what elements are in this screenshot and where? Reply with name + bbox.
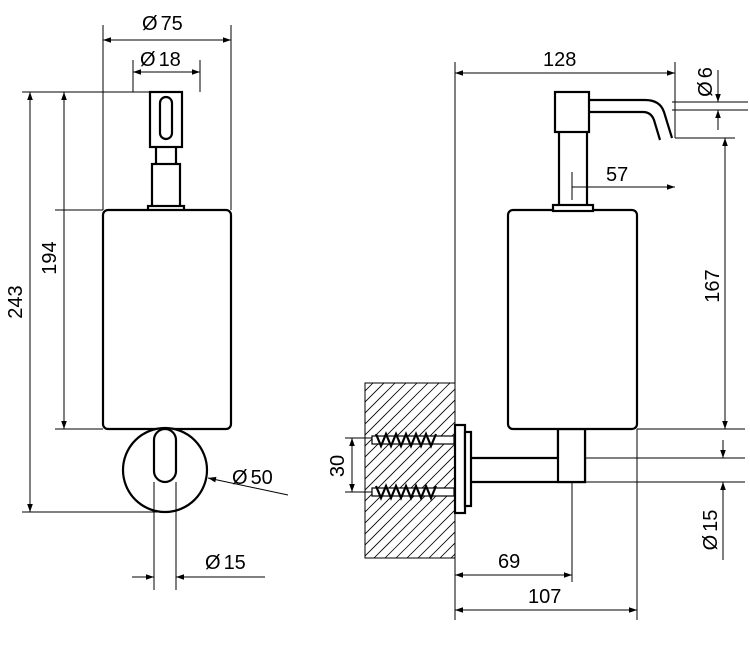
side-pump-head bbox=[553, 90, 591, 134]
svg-text:Ø50: Ø50 bbox=[232, 467, 273, 489]
diameter-symbol: Ø bbox=[140, 49, 156, 71]
screw-top bbox=[371, 431, 455, 449]
front-pump-head bbox=[148, 90, 184, 149]
dim-front-body-height: 194 bbox=[39, 241, 61, 274]
front-pump-stem bbox=[150, 162, 182, 212]
hatch-line bbox=[365, 383, 396, 414]
hatch-line bbox=[365, 383, 429, 447]
hatch-line bbox=[373, 476, 455, 558]
side-spout bbox=[589, 98, 674, 141]
hatch-line bbox=[365, 454, 455, 546]
svg-text:Ø15: Ø15 bbox=[205, 552, 246, 574]
dim-side-depth: 128 bbox=[543, 49, 576, 71]
side-container-body bbox=[506, 208, 639, 431]
dim-side-body-height: 167 bbox=[702, 269, 724, 302]
hatch-line bbox=[417, 520, 455, 558]
svg-text:Ø18: Ø18 bbox=[140, 49, 181, 71]
diameter-symbol: Ø bbox=[700, 535, 722, 551]
side-arm-post bbox=[556, 427, 587, 484]
hatch-line bbox=[365, 443, 455, 535]
front-container-body bbox=[101, 208, 233, 431]
dim-side-screw-spacing: 30 bbox=[327, 455, 349, 477]
hatch-line bbox=[365, 432, 455, 524]
dim-front-total-height: 243 bbox=[5, 285, 27, 318]
diameter-symbol: Ø bbox=[695, 81, 717, 97]
dim-side-body-offset: 107 bbox=[528, 586, 561, 608]
hatch-line bbox=[395, 498, 455, 558]
svg-text:Ø15: Ø 15 bbox=[700, 510, 722, 551]
front-arm bbox=[152, 427, 178, 484]
side-pump-stem bbox=[557, 128, 589, 212]
hatch-line bbox=[365, 383, 440, 458]
diameter-symbol: Ø bbox=[142, 13, 158, 35]
hatch-line bbox=[384, 487, 455, 558]
dim-side-arm-length: 69 bbox=[498, 551, 520, 573]
svg-text:Ø75: Ø75 bbox=[142, 13, 183, 35]
hatch-line bbox=[365, 399, 455, 491]
wall-section bbox=[364, 382, 456, 559]
dim-front-pump-diameter: 18 bbox=[159, 49, 181, 71]
dim-front-body-diameter: 75 bbox=[161, 13, 183, 35]
dim-side-spout-reach: 57 bbox=[606, 164, 628, 186]
hatch-line bbox=[365, 410, 455, 502]
leader-50 bbox=[207, 476, 289, 496]
hatch-line bbox=[365, 383, 451, 469]
dim-front-arm-diameter: 15 bbox=[224, 552, 246, 574]
screw-bottom bbox=[371, 483, 455, 501]
diameter-symbol: Ø bbox=[205, 552, 221, 574]
hatch-line bbox=[365, 383, 418, 436]
svg-text:Ø6: Ø6 bbox=[695, 67, 717, 97]
hatch-line bbox=[365, 421, 455, 513]
hatch-line bbox=[365, 388, 455, 480]
dim-side-arm-diameter: 15 bbox=[700, 510, 722, 532]
diameter-symbol: Ø bbox=[232, 467, 248, 489]
front-wall-plate bbox=[121, 426, 209, 514]
hatch-line bbox=[406, 509, 455, 558]
side-wall-plate bbox=[453, 423, 467, 515]
dim-front-plate-diameter: 50 bbox=[251, 467, 273, 489]
hatch-line bbox=[365, 465, 455, 557]
dim-side-spout-diameter: 6 bbox=[695, 67, 717, 78]
side-view: 128 Ø6 57 167 30 Ø15 69 107 bbox=[327, 49, 748, 620]
hatch-line bbox=[365, 383, 407, 425]
